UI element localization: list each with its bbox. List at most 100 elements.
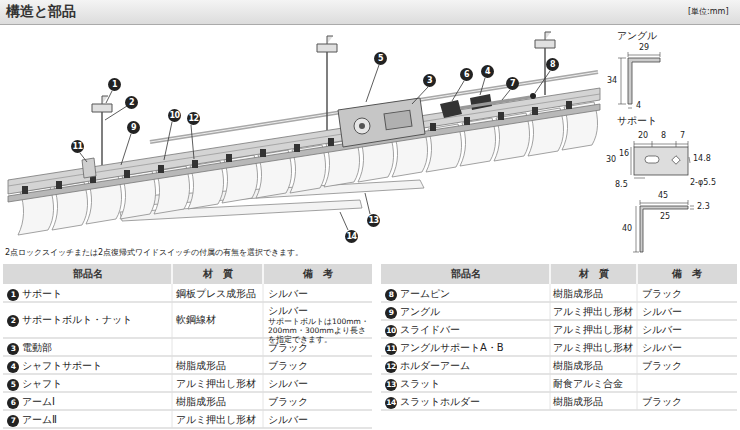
parts-table-left (3, 264, 372, 428)
dimension-label: [単位:mm] (688, 7, 729, 17)
table-cell: アルミ押出し形材 (553, 342, 633, 354)
callout-number: 8 (546, 58, 559, 71)
table-header: 材 質 (172, 268, 263, 280)
table-cell: ブラック (642, 396, 682, 408)
callout-number: 14 (385, 397, 397, 409)
blind-illustration (8, 32, 600, 235)
table-cell: シルバー (268, 305, 308, 317)
callout-number: 4 (481, 65, 494, 78)
callout-number: 5 (7, 379, 19, 391)
table-cell: 樹脂成形品 (176, 360, 226, 372)
callout-number: 12 (187, 112, 200, 125)
dimension-label: 7 (680, 131, 685, 141)
callout-number: 8 (385, 289, 397, 301)
callout-number: 11 (385, 343, 397, 355)
callout-number: 13 (385, 379, 397, 391)
callout-number: 6 (7, 397, 19, 409)
page-title: 構造と部品 (6, 3, 76, 21)
table-cell: アングル (400, 306, 440, 318)
leader-lines (80, 65, 550, 230)
callout-number: 13 (367, 214, 380, 227)
table-cell: アルミ押出し形材 (553, 306, 633, 318)
table-cell: アングルサポートA・B (400, 342, 504, 354)
table-cell: アルミ押出し形材 (176, 378, 256, 390)
callout-number: 7 (506, 77, 519, 90)
table-cell: サポート (617, 115, 657, 127)
callout-number: 12 (385, 361, 397, 373)
callout-number: 5 (374, 52, 387, 65)
table-cell: シルバー (642, 324, 682, 336)
table-cell: スラットホルダー (400, 396, 480, 408)
table-cell: ブラック (268, 396, 308, 408)
callout-number: 7 (7, 415, 19, 427)
table-cell: ブラック (268, 360, 308, 372)
table-cell: サポート (22, 288, 62, 300)
dimension-label: 40 (622, 224, 632, 234)
callout-number: 3 (423, 74, 436, 87)
callout-number: 14 (345, 230, 358, 243)
table-cell: 樹脂成形品 (176, 396, 226, 408)
support-side-view (633, 200, 694, 252)
table-cell: 軟鋼線材 (176, 314, 216, 326)
callout-number: 6 (460, 68, 473, 81)
dimension-label: 8 (661, 131, 666, 141)
table-cell: シルバー (268, 414, 308, 426)
dimension-label: 2.3 (697, 202, 710, 212)
table-cell: 樹脂成形品 (553, 360, 603, 372)
table-cell: 樹脂成形品 (553, 288, 603, 300)
table-cell: 耐食アルミ合金 (553, 378, 623, 390)
table-header: 部品名 (3, 268, 172, 280)
callout-number: 2 (7, 315, 19, 327)
dimension-label: 29 (639, 43, 649, 53)
table-cell: 樹脂成形品 (553, 396, 603, 408)
dimension-label: 14.8 (693, 154, 711, 164)
table-header: 備 考 (637, 268, 737, 280)
parts-table-right (381, 264, 737, 410)
table-cell: シルバー (642, 342, 682, 354)
dimension-label: 4 (636, 101, 641, 111)
note-text: 2点ロックスイッチまたは2点復帰式ワイドスイッチの付属の有無を選択できます。 (5, 248, 303, 258)
table-cell: アルミ押出し形材 (553, 324, 633, 336)
callout-number: 10 (168, 109, 181, 122)
dimension-label: 20 (638, 131, 648, 141)
table-cell: シャフト (22, 378, 62, 390)
dimension-label: 34 (607, 76, 617, 86)
table-cell: シャフトサポート (22, 360, 102, 372)
table-cell: ブラック (268, 342, 308, 354)
table-cell: スラット (400, 378, 440, 390)
support-front-view (631, 141, 690, 178)
dimension-label: 25 (660, 212, 670, 222)
table-cell: 電動部 (22, 342, 52, 354)
table-cell: シルバー (268, 288, 308, 300)
dimension-label: 45 (658, 191, 668, 201)
callout-number: 10 (385, 325, 397, 337)
table-cell: シルバー (642, 306, 682, 318)
callout-number: 11 (71, 140, 84, 153)
table-cell: アームピン (400, 288, 450, 300)
table-cell: サポートボルトは100mm・200mm・300mmより長さを指定できます。 (268, 317, 371, 344)
callout-number: 4 (7, 361, 19, 373)
table-cell: スライドバー (400, 324, 460, 336)
dimension-label: 8.5 (615, 180, 628, 190)
callout-number: 2 (125, 96, 138, 109)
table-cell: 鋼板プレス成形品 (176, 288, 256, 300)
table-cell: アームⅠ (22, 396, 55, 408)
dimension-label: 16 (619, 149, 629, 159)
table-cell: アームⅡ (22, 414, 57, 426)
callout-number: 9 (127, 121, 140, 134)
callout-number: 1 (108, 78, 121, 91)
table-cell: サポートボルト・ナット (22, 314, 132, 326)
table-cell: アルミ押出し形材 (176, 414, 256, 426)
dimension-label: 30 (606, 155, 616, 165)
table-header: 材 質 (550, 268, 637, 280)
table-cell: シルバー (268, 378, 308, 390)
table-cell: ブラック (642, 360, 682, 372)
table-cell: ホルダーアーム (400, 360, 470, 372)
title-band (0, 0, 740, 24)
table-cell: アングル (617, 30, 657, 42)
callout-number: 9 (385, 307, 397, 319)
angle-section (618, 52, 660, 108)
table-cell: ブラック (642, 288, 682, 300)
title-rule (0, 24, 740, 25)
